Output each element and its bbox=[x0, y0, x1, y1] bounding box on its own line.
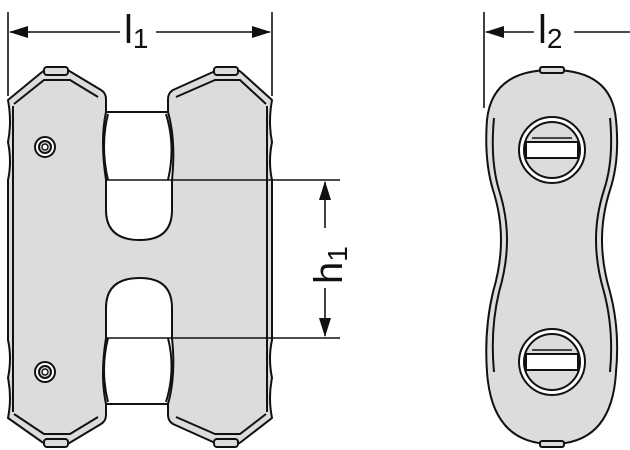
h1-arrow-top bbox=[319, 181, 331, 200]
lower-pin-slot bbox=[525, 353, 579, 371]
front-view-outline bbox=[7, 68, 273, 446]
side-inner-left-edge bbox=[491, 117, 509, 373]
l2-label: l2 bbox=[538, 8, 562, 54]
lower-slot bbox=[102, 277, 175, 405]
l1-arrow-left bbox=[9, 26, 28, 38]
bottom-right-chamfer bbox=[175, 413, 267, 435]
side-top-tab bbox=[539, 66, 565, 74]
upper-pin-left-curve bbox=[103, 113, 109, 181]
front-view bbox=[7, 66, 340, 448]
side-upper-pin bbox=[518, 116, 586, 184]
side-inner-right-edge bbox=[594, 117, 613, 373]
h1-label: h1 bbox=[307, 246, 353, 284]
lower-pin-left-curve bbox=[103, 337, 109, 403]
top-right-tab bbox=[213, 66, 239, 76]
top-left-chamfer bbox=[13, 79, 99, 105]
h1-arrow-bottom bbox=[319, 318, 331, 337]
l1-label-background bbox=[120, 8, 156, 48]
bottom-left-tab bbox=[43, 438, 69, 448]
lower-pin-right-curve bbox=[165, 337, 173, 403]
h1-letter: h bbox=[307, 262, 351, 284]
upper-rivet bbox=[34, 136, 56, 158]
l2-subscript: 2 bbox=[547, 23, 563, 54]
l1-label: l1 bbox=[124, 8, 148, 54]
top-right-chamfer bbox=[175, 79, 267, 105]
l2-letter: l bbox=[538, 8, 547, 52]
upper-pin-right-curve bbox=[165, 113, 173, 181]
l1-subscript: 1 bbox=[133, 23, 149, 54]
top-left-tab bbox=[43, 66, 69, 76]
lower-rivet bbox=[34, 361, 56, 383]
h1-label-background bbox=[304, 228, 348, 288]
side-lower-pin bbox=[518, 328, 586, 396]
bottom-left-chamfer bbox=[13, 413, 99, 435]
upper-pin-slot bbox=[525, 141, 579, 159]
l1-letter: l bbox=[124, 8, 133, 52]
bottom-right-tab bbox=[213, 438, 239, 448]
side-bottom-tab bbox=[539, 440, 565, 448]
side-view bbox=[485, 66, 619, 448]
l2-arrow-left bbox=[485, 26, 504, 38]
h1-subscript: 1 bbox=[322, 246, 353, 262]
upper-slot bbox=[102, 111, 175, 241]
l2-label-background bbox=[534, 8, 574, 48]
l1-arrow-right bbox=[252, 26, 271, 38]
